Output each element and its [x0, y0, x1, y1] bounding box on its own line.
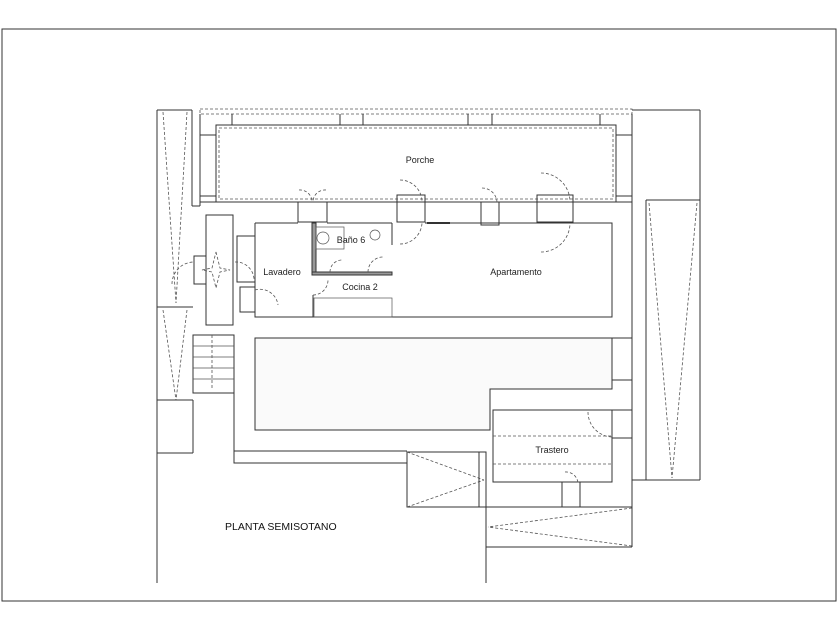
label-apartamento: Apartamento [490, 267, 542, 277]
label-porche: Porche [406, 155, 435, 165]
plan-title: PLANTA SEMISOTANO [225, 521, 337, 533]
label-trastero: Trastero [535, 445, 568, 455]
plan-walls [156, 108, 701, 583]
room-labels: Porche Baño 6 Lavadero Apartamento Cocin… [225, 155, 569, 533]
label-bano: Baño 6 [337, 235, 366, 245]
label-cocina: Cocina 2 [342, 282, 378, 292]
label-lavadero: Lavadero [263, 267, 301, 277]
drawing-frame [1, 28, 837, 602]
